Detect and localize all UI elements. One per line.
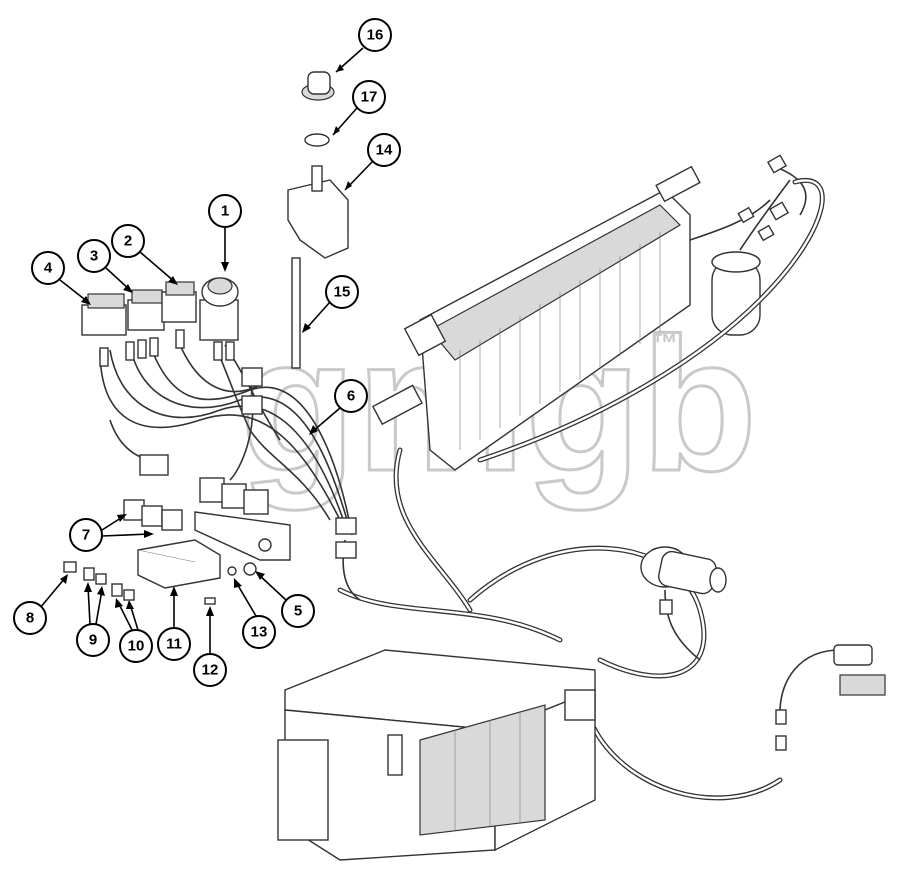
callout-label-1: 1	[221, 203, 229, 220]
callout-4: 4	[31, 251, 91, 305]
relay-7c	[161, 509, 183, 531]
callout-label-3: 3	[90, 248, 98, 265]
watermark-trademark: ™	[652, 328, 678, 358]
callout-label-16: 16	[367, 27, 384, 44]
nut-17	[304, 133, 330, 147]
control-module	[137, 539, 221, 589]
switch-3	[127, 299, 165, 331]
callout-12: 12	[193, 606, 227, 687]
capillary-tube	[287, 71, 349, 369]
callout-label-13: 13	[251, 624, 268, 641]
callout-label-4: 4	[44, 260, 53, 277]
callout-label-17: 17	[361, 89, 378, 106]
relay-7b	[141, 505, 163, 527]
relay-bracket	[123, 477, 291, 561]
callout-14: 14	[344, 133, 401, 191]
callout-label-15: 15	[334, 284, 351, 301]
callout-1: 1	[208, 194, 242, 272]
callout-2: 2	[111, 224, 178, 285]
callout-label-6: 6	[347, 388, 355, 405]
callout-label-8: 8	[26, 610, 34, 627]
callout-13: 13	[234, 578, 276, 649]
callout-label-10: 10	[128, 638, 145, 655]
callout-label-14: 14	[376, 142, 393, 159]
callout-label-7: 7	[82, 527, 90, 544]
ac-hoses	[337, 447, 783, 801]
condenser-core	[371, 165, 701, 471]
callouts: 16 17 14 1 2 3	[13, 18, 401, 687]
callout-3: 3	[77, 239, 133, 293]
callout-8: 8	[13, 574, 68, 635]
fasteners	[204, 562, 257, 605]
callout-label-12: 12	[202, 662, 219, 679]
callout-6: 6	[309, 379, 368, 435]
compressor	[640, 546, 727, 661]
receiver-drier	[477, 154, 825, 463]
callout-16: 16	[335, 18, 392, 73]
thermostat-control	[199, 277, 239, 341]
callout-9: 9	[76, 582, 110, 657]
evaporator-box	[277, 649, 596, 861]
rocker-switches	[81, 281, 197, 336]
relay-7a	[123, 499, 145, 521]
callout-label-11: 11	[166, 636, 182, 653]
callout-7: 7	[69, 514, 154, 552]
callout-label-9: 9	[89, 632, 97, 649]
pressure-switch	[775, 644, 886, 751]
callout-label-2: 2	[124, 233, 132, 250]
condenser-fins	[459, 232, 661, 450]
callout-17: 17	[332, 80, 386, 136]
callout-11: 11	[157, 586, 191, 661]
wiring-harness	[99, 329, 361, 601]
multi-plug	[139, 454, 169, 476]
fuses	[63, 561, 135, 601]
callout-10: 10	[115, 598, 153, 663]
callout-15: 15	[302, 275, 359, 333]
callout-label-5: 5	[294, 603, 302, 620]
callout-5: 5	[255, 571, 315, 628]
switch-2	[161, 291, 197, 323]
switch-4	[81, 304, 127, 336]
